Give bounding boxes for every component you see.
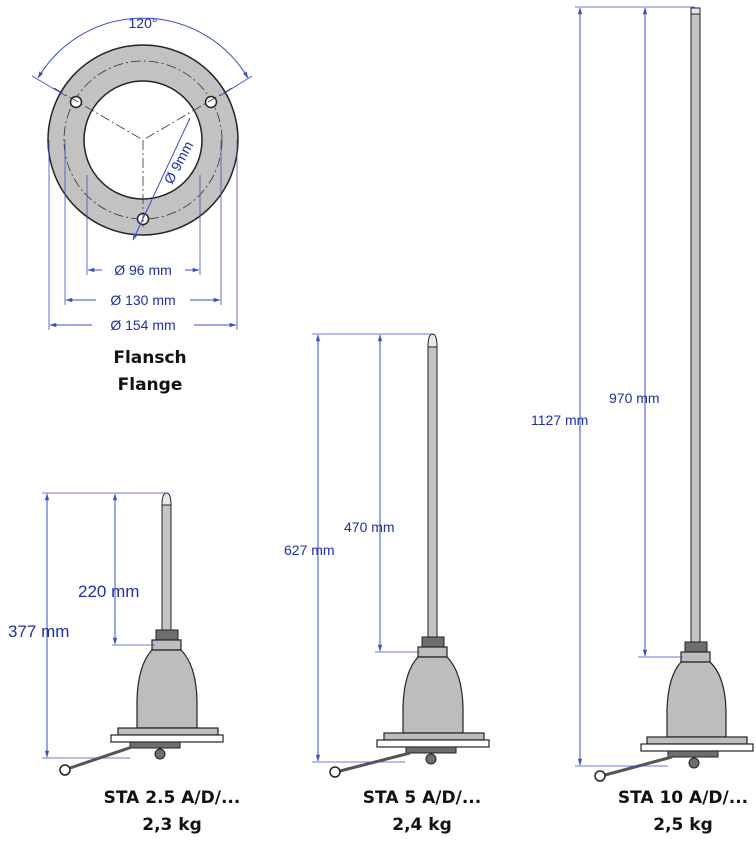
- antenna-rod: [161, 504, 172, 633]
- hole-leader: [132, 117, 191, 241]
- cable-lug: [59, 764, 71, 776]
- connector: [129, 741, 181, 749]
- rod-nut: [421, 636, 445, 648]
- antenna-housing: [666, 661, 727, 738]
- ground-cable: [69, 745, 133, 770]
- angle-label: 120°: [129, 15, 158, 31]
- weight-label: 2,3 kg: [142, 815, 202, 835]
- flange-caption-de: Flansch: [113, 348, 186, 368]
- model-label: STA 2.5 A/D/...: [104, 788, 241, 808]
- mounting-base: [376, 739, 490, 748]
- rod-tip: [427, 333, 438, 348]
- flange-plate: [646, 736, 748, 745]
- rod-nut: [155, 629, 179, 641]
- weight-label: 2,4 kg: [392, 815, 452, 835]
- rod-tip: [161, 492, 172, 506]
- mounting-base: [640, 743, 754, 752]
- connector: [405, 746, 457, 754]
- collar: [151, 639, 182, 651]
- cable-lug: [594, 770, 606, 782]
- antenna-rod: [427, 346, 438, 638]
- diameter-154-label: Ø 154 mm: [110, 317, 175, 333]
- bolt-circle: [63, 60, 223, 220]
- cable-lug: [329, 766, 341, 778]
- weight-label: 2,5 kg: [653, 815, 713, 835]
- antenna-sta-5: 470 mm 627 mm STA 5 A/D/... 2,4 kg: [284, 333, 490, 835]
- diameter-130-label: Ø 130 mm: [110, 292, 175, 308]
- center-line-left: [53, 87, 144, 141]
- flange-caption-en: Flange: [118, 375, 183, 395]
- rod-length-label: 970 mm: [609, 390, 660, 406]
- antenna-sta-10: 970 mm 1127 mm STA 10 A/D/... 2,5 kg: [531, 6, 754, 835]
- rod-length-label: 470 mm: [344, 519, 395, 535]
- flange-drawing: 120° Ø 9mm Ø 96 mm Ø 130 mm Ø 154 mm Fla…: [31, 15, 253, 395]
- angle-dimension-arc: [37, 17, 249, 79]
- model-label: STA 5 A/D/...: [363, 788, 481, 808]
- antenna-rod: [690, 9, 701, 643]
- total-length-label: 627 mm: [284, 542, 335, 558]
- rod-tip: [690, 7, 701, 15]
- rod-length-label: 220 mm: [78, 582, 139, 601]
- model-label: STA 10 A/D/...: [618, 788, 748, 808]
- antenna-housing: [402, 656, 464, 734]
- connector: [667, 750, 719, 758]
- center-line-right: [142, 87, 233, 141]
- total-length-label: 1127 mm: [531, 412, 588, 428]
- bolt-hole-right: [204, 95, 218, 109]
- antenna-housing: [136, 649, 198, 729]
- flange-plate: [383, 732, 485, 741]
- collar: [680, 651, 711, 663]
- collar: [417, 646, 448, 658]
- rod-nut: [684, 641, 708, 653]
- total-length-label: 377 mm: [8, 622, 69, 641]
- mounting-base: [110, 734, 224, 743]
- diameter-96-label: Ø 96 mm: [114, 262, 172, 278]
- antenna-sta-2-5: 220 mm 377 mm STA 2.5 A/D/... 2,3 kg: [8, 492, 241, 835]
- flange-plate: [117, 727, 219, 736]
